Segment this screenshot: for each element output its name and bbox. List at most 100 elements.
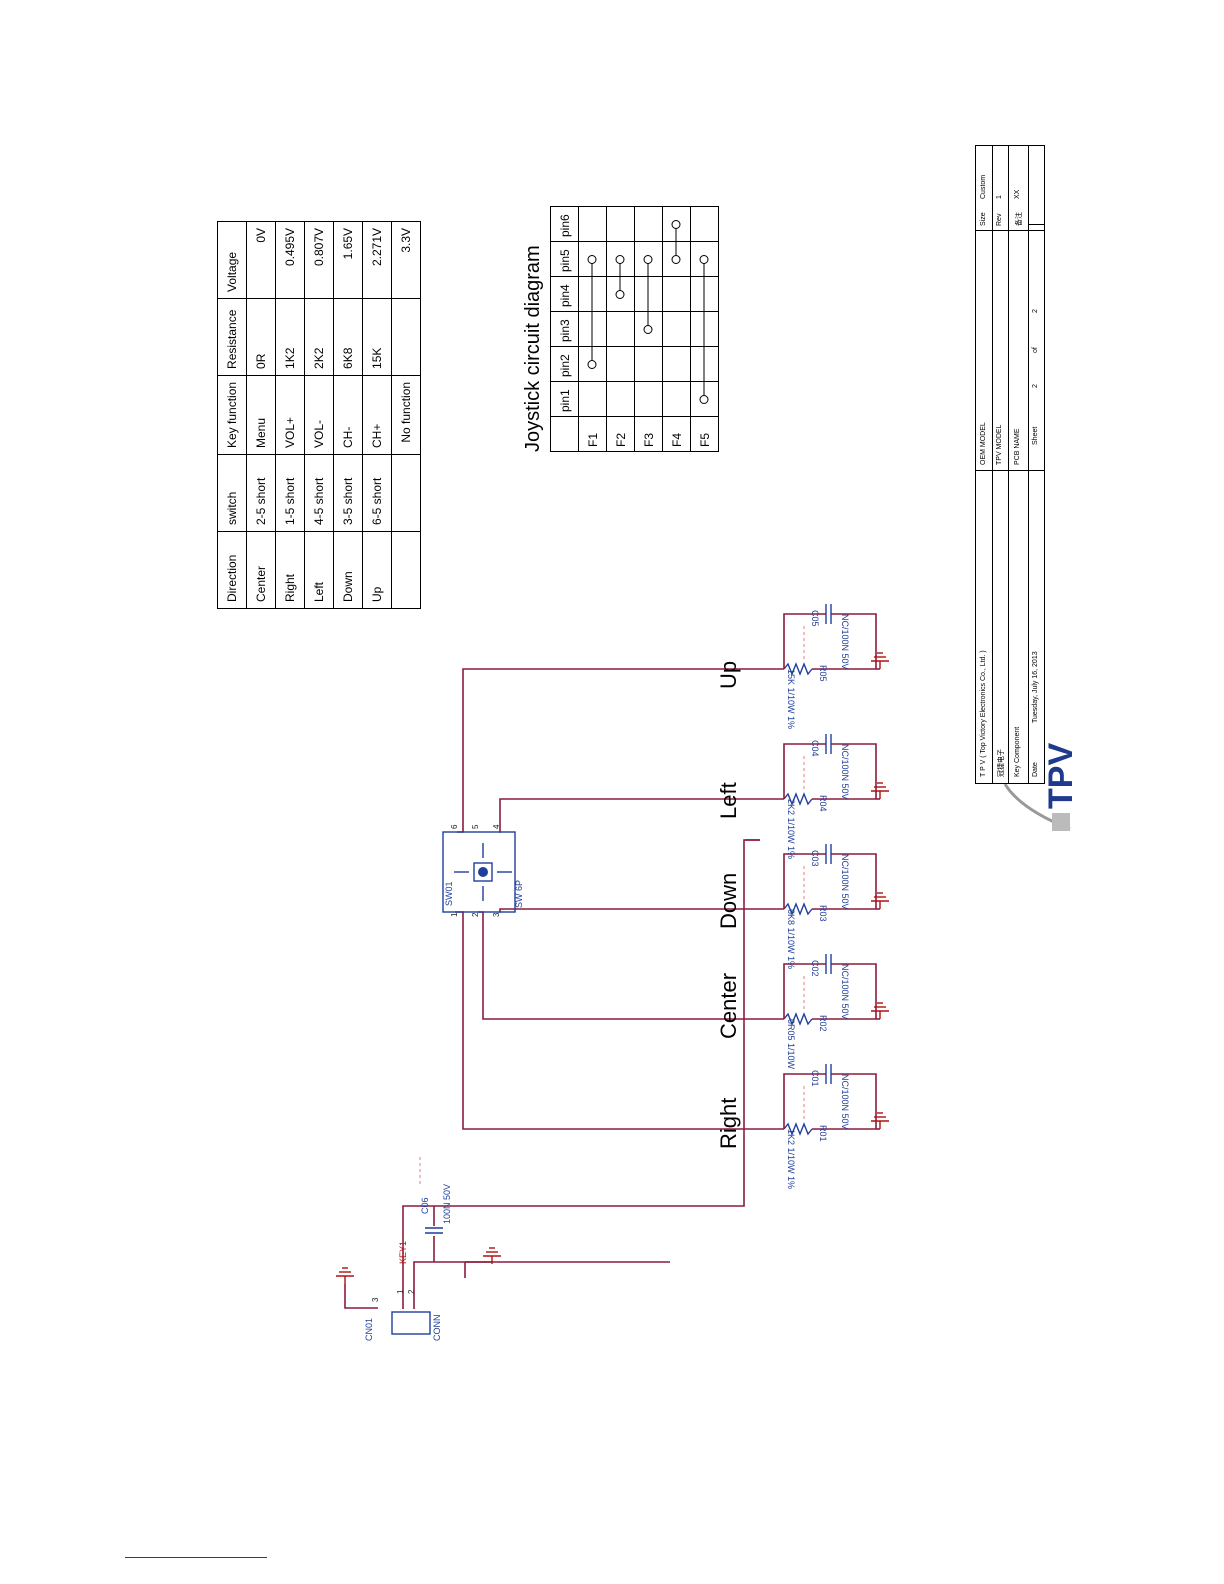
- branch-label: Center: [716, 973, 741, 1039]
- company-name-cn: 冠捷电子: [998, 749, 1005, 777]
- branch-label: Down: [716, 873, 741, 929]
- extra-label: 备注: [1016, 212, 1023, 226]
- size-value: Custom: [980, 174, 987, 199]
- joystick-cell: [690, 241, 719, 277]
- joystick-row-label: F5: [690, 416, 719, 452]
- resistor-value: 15K 1/10W 1%: [786, 669, 796, 729]
- key-table-cell: [391, 531, 421, 609]
- joystick-cell: [634, 346, 663, 382]
- key-table-cell: CH+: [362, 375, 392, 455]
- joystick-row-label: F1: [578, 416, 607, 452]
- key-table-cell: Center: [246, 531, 276, 609]
- cap-wire-bottom: [831, 853, 877, 909]
- key-table-cell: 0.495V: [275, 221, 305, 299]
- joystick-corner-cell: [550, 416, 579, 452]
- key-table-cell: 6K8: [333, 298, 363, 376]
- switch-pin4: 4: [492, 824, 501, 829]
- joystick-cell: [578, 311, 607, 347]
- key-table-cell: No function: [391, 375, 421, 455]
- cap-wire-bottom: [831, 613, 877, 669]
- logo-text: TPV: [1042, 742, 1080, 809]
- joystick-cell: [606, 381, 635, 417]
- date-label: Date: [1032, 762, 1039, 777]
- switch-pin3: 3: [492, 912, 501, 917]
- joystick-pin-header: pin1: [550, 381, 579, 417]
- capacitor-value: NC/100N 50V: [840, 744, 850, 800]
- capacitor-value: NC/100N 50V: [840, 964, 850, 1020]
- capacitor-ref: C03: [810, 850, 820, 867]
- joystick-pin-header: pin6: [550, 206, 579, 242]
- cap-wire-bottom: [831, 743, 877, 799]
- joystick-cell: [690, 381, 719, 417]
- switch-pin5: 5: [471, 824, 480, 829]
- branch-label: Up: [716, 661, 741, 689]
- key-table-cell: 0V: [246, 221, 276, 299]
- branch-label: Left: [716, 782, 741, 819]
- oem-model-label: OEM MODEL: [980, 422, 987, 465]
- ground-symbol: [871, 652, 889, 669]
- switch-sw01: SW01 SW 6P 1 2 3 4 5 6: [442, 824, 524, 917]
- cap-wire-top: [783, 613, 826, 669]
- joystick-cell: [578, 241, 607, 277]
- connector-cn01: CN01 CONN 1 2 3 KEY1: [364, 1241, 442, 1341]
- joystick-cell: [606, 206, 635, 242]
- key-table-cell: [391, 298, 421, 376]
- static-wiring: [336, 839, 760, 1309]
- key-table-cell: 4-5 short: [304, 454, 334, 532]
- resistor-ref: R01: [818, 1125, 828, 1142]
- resistor-value: 1K2 1/10W 1%: [786, 1129, 796, 1189]
- cap-wire-top: [783, 853, 826, 909]
- joystick-pin-header: pin5: [550, 241, 579, 277]
- key-table-cell: 15K: [362, 298, 392, 376]
- key-table-cell: 2-5 short: [246, 454, 276, 532]
- c06-value: 100N 50V: [442, 1184, 452, 1224]
- resistor-r01: [783, 1122, 813, 1136]
- resistor-value: 2K2 1/10W 1%: [786, 799, 796, 859]
- switch-pin2: 2: [471, 912, 480, 917]
- joystick-cell: [662, 311, 691, 347]
- rev-value: 1: [996, 195, 1003, 199]
- capacitor-value: NC/100N 50V: [840, 1074, 850, 1130]
- key-table-cell: 2K2: [304, 298, 334, 376]
- joystick-row-label: F4: [662, 416, 691, 452]
- joystick-cell: [606, 311, 635, 347]
- joystick-cell: [662, 206, 691, 242]
- joystick-title: Joystick circuit diagram: [522, 245, 544, 452]
- resistor-r05: [783, 662, 813, 676]
- logo-swoosh-icon: [1003, 783, 1071, 831]
- joystick-cell: [690, 311, 719, 347]
- joystick-pin-header: pin3: [550, 311, 579, 347]
- connector-pin1: 1: [396, 1289, 405, 1294]
- key-table-cell: 1.65V: [333, 221, 363, 299]
- switch-pin6: 6: [450, 824, 459, 829]
- net-label-key1: KEY1: [398, 1241, 408, 1264]
- capacitor-ref: C05: [810, 610, 820, 627]
- c06-ref: C06: [420, 1197, 430, 1214]
- joystick-cell: [634, 276, 663, 312]
- table-row: F1: [578, 206, 607, 452]
- resistor-r03: [783, 902, 813, 916]
- resistor-r02: [783, 1012, 813, 1026]
- resistor-ref: R05: [818, 665, 828, 682]
- cap-wire-bottom: [831, 1073, 877, 1129]
- key-table-header-cell: Resistance: [217, 298, 247, 376]
- ground-symbol: [871, 1002, 889, 1019]
- table-row: F2: [606, 206, 635, 452]
- connector-type: CONN: [432, 1315, 442, 1342]
- joystick-cell: [690, 276, 719, 312]
- key-table-header-cell: Key function: [217, 375, 247, 455]
- key-table-cell: Right: [275, 531, 305, 609]
- key-table-cell: VOL+: [275, 375, 305, 455]
- cap-wire-top: [783, 743, 826, 799]
- joystick-pin-header: pin4: [550, 276, 579, 312]
- capacitor-ref: C04: [810, 740, 820, 757]
- ground-symbol: [871, 782, 889, 799]
- joystick-cell: [578, 346, 607, 382]
- company-name: T P V ( Top Victory Electronics Co., Ltd…: [980, 650, 987, 777]
- resistor-value: 0R05 1/10W: [786, 1019, 796, 1070]
